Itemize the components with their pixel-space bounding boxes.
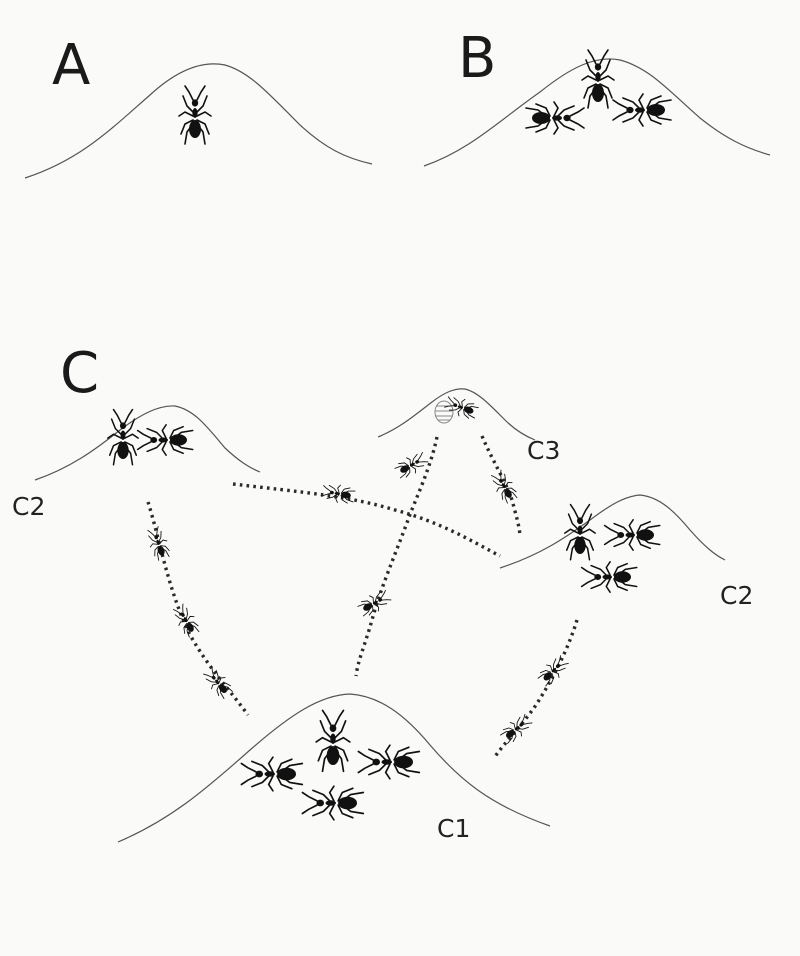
worker-ant-c2-left (136, 424, 194, 456)
trail-c3-to-c1 (354, 436, 439, 677)
trail-ant-7 (488, 467, 521, 506)
worker-ant-c2-right-lower (580, 561, 638, 593)
mound-a (24, 63, 373, 179)
worker-ant-c2-right-upper (603, 519, 661, 551)
nest-label-c2-left: C2 (12, 492, 45, 521)
panel-label-b: B (458, 26, 496, 91)
worker-ant-c1-right (357, 744, 421, 780)
nest-label-c2-right: C2 (720, 581, 753, 610)
trail-ant-8 (535, 652, 572, 689)
mound-c3 (377, 388, 536, 441)
trail-ant-6 (355, 587, 394, 620)
queen-ant-c1 (315, 709, 351, 773)
brood-icon (434, 400, 454, 424)
trail-c2-left-to-c2-right (232, 482, 501, 558)
trail-c3-down (480, 435, 522, 536)
mound-b (423, 58, 771, 167)
panel-label-a: A (52, 33, 90, 98)
mound-c2-left (34, 405, 261, 481)
trail-c2-right-to-c1 (492, 619, 579, 759)
panel-label-c: C (60, 341, 99, 406)
worker-ant-c1-left (240, 756, 304, 792)
queen-ant-c2-left (107, 408, 139, 466)
trail-ant-1 (144, 525, 173, 562)
worker-ant-c3 (443, 393, 480, 422)
worker-ant-b-right (612, 93, 672, 127)
queen-ant-a (178, 85, 212, 145)
worker-ant-b-left (525, 101, 585, 135)
mound-c1 (117, 693, 551, 843)
nest-label-c3: C3 (527, 436, 560, 465)
queen-ant-c2-right (564, 503, 596, 561)
trail-ant-4 (320, 481, 357, 506)
trail-c2-left-to-c1 (146, 501, 250, 716)
trail-ant-9 (497, 711, 535, 747)
trail-ant-3 (200, 664, 236, 702)
trail-ant-2 (170, 601, 203, 640)
mound-c2-right (499, 494, 726, 569)
nest-label-c1: C1 (437, 814, 470, 843)
worker-ant-c1-bottom (301, 785, 365, 821)
